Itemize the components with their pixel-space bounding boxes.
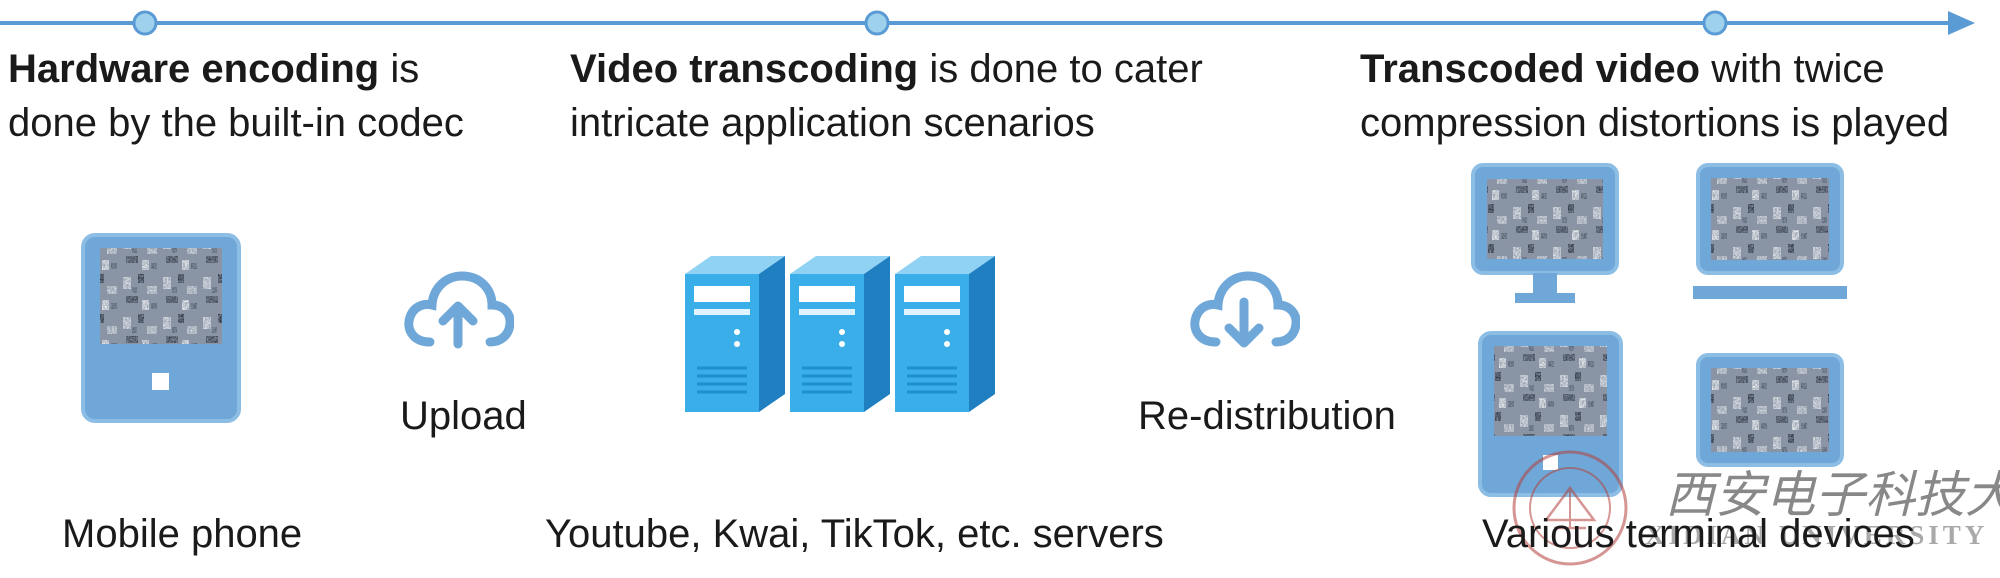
server-icon	[685, 256, 995, 412]
laptop-icon	[1693, 163, 1847, 299]
phone-icon	[81, 233, 241, 423]
stage-3-description: Transcoded video with twice compression …	[1360, 42, 1949, 150]
university-seal-icon	[1512, 450, 1628, 566]
timeline-arrow	[0, 10, 1975, 36]
watermark-english: XIDIAN UNIVERSITY	[1645, 520, 1989, 550]
timeline-node-3	[1702, 10, 1728, 36]
cloud-download-icon	[1190, 271, 1300, 348]
stage-2-description: Video transcoding is done to cater intri…	[570, 42, 1203, 150]
stage-2-rest: is done to cater	[918, 47, 1203, 91]
stage-1-rest: is	[379, 47, 420, 91]
timeline-node-2	[864, 10, 890, 36]
stage-3-line2: compression distortions is played	[1360, 101, 1950, 145]
stage-2-bold: Video transcoding	[570, 47, 919, 91]
timeline-node-1	[132, 10, 158, 36]
cloud-upload-icon	[404, 271, 514, 349]
stage-1-bold: Hardware encoding	[8, 47, 380, 91]
monitor-icon	[1471, 163, 1619, 303]
servers-label: Youtube, Kwai, TikTok, etc. servers	[545, 512, 1164, 556]
stage-3-bold: Transcoded video	[1360, 47, 1701, 91]
stage-3-rest: with twice	[1700, 47, 1885, 91]
upload-label: Upload	[400, 394, 527, 438]
stage-1-line2: done by the built-in codec	[8, 101, 464, 145]
display-icon	[1696, 353, 1844, 467]
terminals-label: Various terminal devices	[1482, 512, 1915, 556]
watermark-chinese: 西安电子科技大学	[1665, 466, 2000, 524]
stage-1-description: Hardware encoding is done by the built-i…	[8, 42, 464, 150]
stage-2-line2: intricate application scenarios	[570, 101, 1095, 145]
mobile-phone-label: Mobile phone	[62, 512, 303, 556]
redistribution-label: Re-distribution	[1138, 394, 1396, 438]
